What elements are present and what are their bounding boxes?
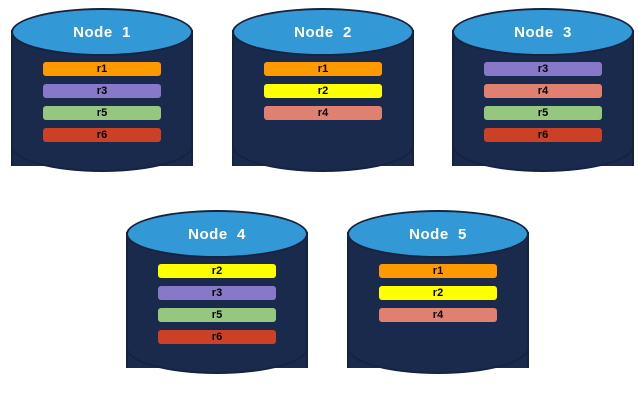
replica-bar[interactable]: r2 [264, 84, 382, 98]
cylinder-top-ellipse [452, 8, 634, 56]
cylinder-top-ellipse [347, 210, 529, 258]
replica-list: r1 r2 r4 [264, 62, 382, 120]
replica-bar[interactable]: r1 [379, 264, 497, 278]
replica-bar[interactable]: r1 [264, 62, 382, 76]
replica-bar[interactable]: r6 [484, 128, 602, 142]
replica-list: r2 r3 r5 r6 [158, 264, 276, 344]
replica-bar[interactable]: r6 [43, 128, 161, 142]
replica-bar[interactable]: r6 [158, 330, 276, 344]
replica-bar[interactable]: r2 [158, 264, 276, 278]
cylinder-bottom-ellipse [347, 322, 529, 374]
replica-bar[interactable]: r4 [379, 308, 497, 322]
replica-bar[interactable]: r4 [264, 106, 382, 120]
cylinder-bottom-ellipse [126, 322, 308, 374]
cylinder-bottom-ellipse [232, 120, 414, 172]
replica-bar[interactable]: r3 [43, 84, 161, 98]
replica-bar[interactable]: r3 [484, 62, 602, 76]
replica-bar[interactable]: r2 [379, 286, 497, 300]
cylinder-top-ellipse [126, 210, 308, 258]
replica-bar[interactable]: r1 [43, 62, 161, 76]
replica-bar[interactable]: r3 [158, 286, 276, 300]
replica-bar[interactable]: r5 [158, 308, 276, 322]
replica-list: r3 r4 r5 r6 [484, 62, 602, 142]
replica-list: r1 r2 r4 [379, 264, 497, 322]
replica-bar[interactable]: r5 [484, 106, 602, 120]
replica-bar[interactable]: r4 [484, 84, 602, 98]
replica-list: r1 r3 r5 r6 [43, 62, 161, 142]
cylinder-top-ellipse [11, 8, 193, 56]
replica-bar[interactable]: r5 [43, 106, 161, 120]
cylinder-top-ellipse [232, 8, 414, 56]
